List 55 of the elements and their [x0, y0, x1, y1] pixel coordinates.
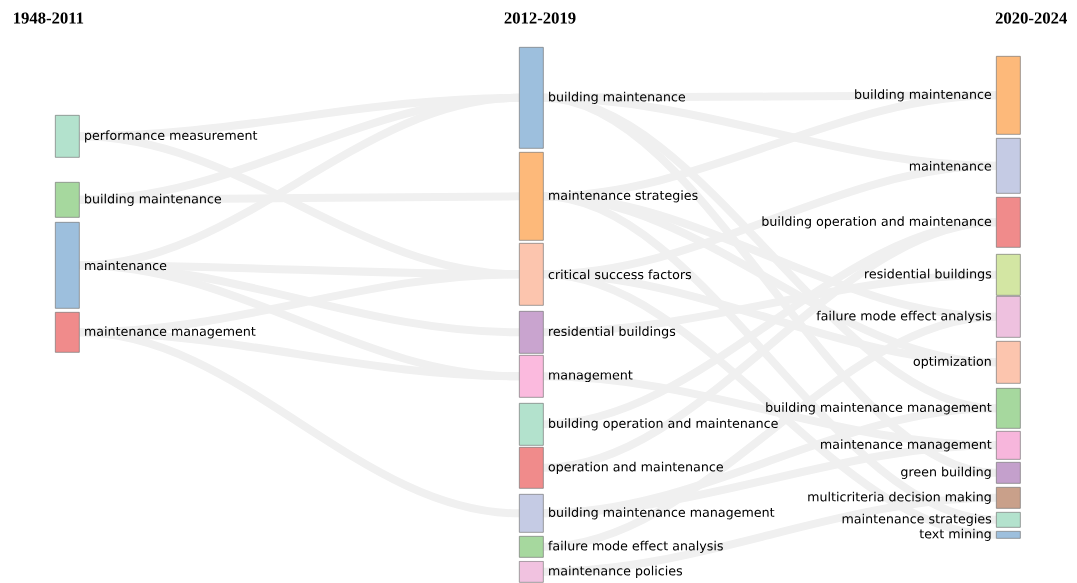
node-label: failure mode effect analysis: [548, 540, 723, 553]
node-label: building operation and maintenance: [549, 418, 778, 431]
node-label: residential buildings: [865, 268, 992, 281]
bar-node: maintenance management: [821, 431, 1021, 460]
column-heading: 1948-2011: [14, 12, 84, 24]
bar-node: green building: [901, 462, 1021, 484]
bar-node: building maintenance: [519, 47, 686, 149]
node-label: building maintenance: [855, 89, 992, 102]
node-label: critical success factors: [548, 269, 692, 280]
flow-band: [543, 493, 997, 576]
bar-node: maintenance management: [55, 312, 256, 353]
bar-node: text mining: [919, 528, 1021, 541]
node-label: maintenance strategies: [842, 513, 992, 526]
bar-node: building maintenance: [55, 182, 222, 218]
bar-node: performance measurement: [55, 115, 258, 158]
bar-node: failure mode effect analysis: [816, 296, 1021, 338]
node-label: maintenance policies: [549, 565, 683, 578]
bar-node: building operation and maintenance: [762, 197, 1021, 248]
node-label: maintenance management: [821, 439, 992, 452]
node-label: residential buildings: [549, 326, 676, 339]
node-label: optimization: [913, 356, 991, 369]
bar-node: residential buildings: [519, 311, 676, 354]
node-label: building maintenance: [549, 91, 686, 104]
bar-node: building maintenance management: [519, 494, 775, 533]
column-heading: 2020-2024: [995, 12, 1067, 24]
node-label: building maintenance: [85, 193, 222, 206]
node-label: multicriteria decision making: [808, 491, 991, 504]
node-label: maintenance management: [85, 326, 256, 339]
bar-node: critical success factors: [519, 243, 692, 306]
bar-node: optimization: [913, 341, 1021, 384]
column-heading: 2012-2019: [504, 12, 576, 24]
bar-node: building maintenance: [855, 56, 1021, 135]
bar-node: maintenance: [55, 222, 167, 309]
bar-node: multicriteria decision making: [808, 487, 1021, 509]
node-label: maintenance strategies: [549, 190, 698, 203]
bar-node: management: [519, 355, 633, 398]
flow-band: [543, 270, 997, 337]
bar-node: maintenance policies: [519, 561, 683, 583]
node-label: failure mode effect analysis: [816, 310, 992, 323]
bar-node: maintenance strategies: [842, 512, 1021, 528]
node-label: maintenance: [909, 160, 992, 171]
bar-node: residential buildings: [865, 254, 1021, 296]
node-label: building maintenance management: [549, 507, 775, 520]
node-label: management: [549, 370, 633, 383]
node-label: performance measurement: [85, 130, 258, 143]
node-label: text mining: [919, 528, 991, 541]
node-label: maintenance: [85, 260, 167, 271]
bar-node: failure mode effect analysis: [519, 536, 723, 558]
node-label: green building: [901, 466, 991, 479]
node-label: building maintenance management: [766, 402, 992, 415]
bar-node: operation and maintenance: [519, 447, 723, 489]
bar-node: maintenance: [909, 138, 1021, 194]
node-label: building operation and maintenance: [762, 216, 992, 229]
node-label: operation and maintenance: [548, 461, 723, 474]
bar-node: maintenance strategies: [519, 152, 698, 241]
